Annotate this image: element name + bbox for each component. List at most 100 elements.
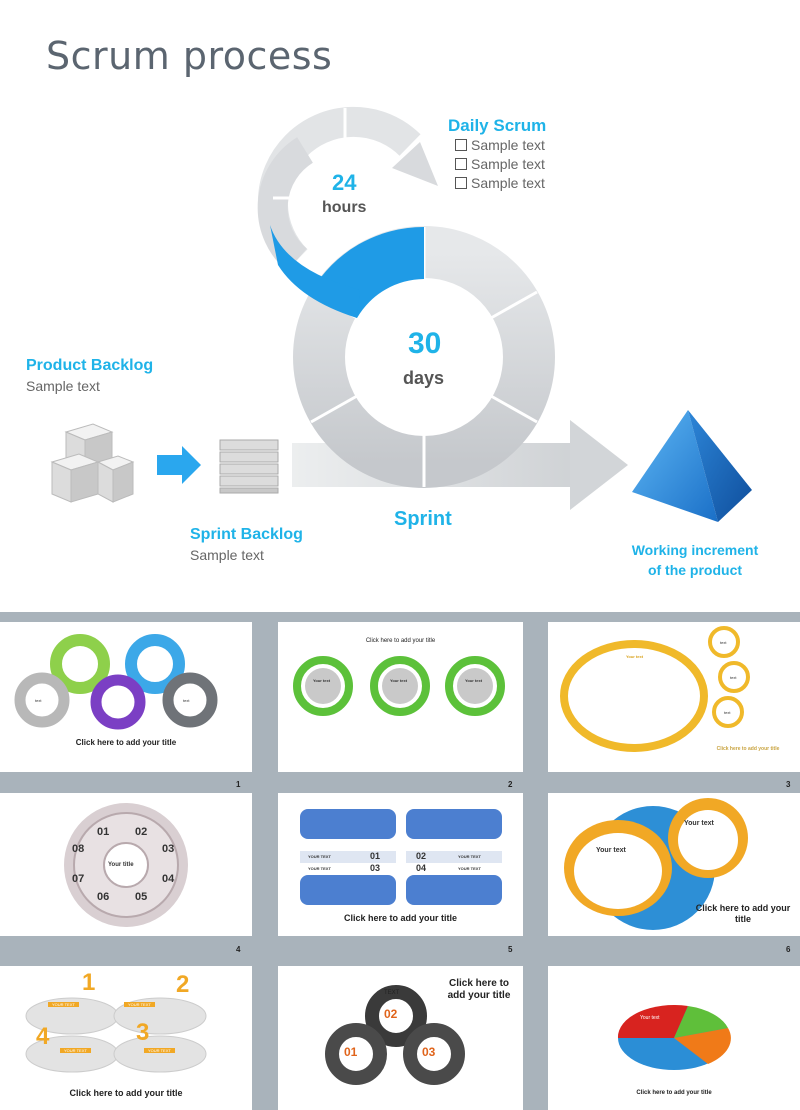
stacked-discs-graphic: [25, 997, 207, 1073]
step-label: YOUR TEXT: [144, 1048, 175, 1053]
spheres-graphic: [293, 656, 505, 716]
product-backlog-cubes-icon: [50, 423, 135, 503]
wheel-number: 05: [135, 891, 148, 903]
step-label: YOUR TEXT: [60, 1048, 91, 1053]
slide-number: 4: [236, 945, 241, 954]
daily-scrum-item: Sample text: [455, 175, 545, 191]
checkbox-icon: [455, 139, 467, 151]
daily-loop: [257, 106, 438, 318]
pie-label: Your text: [640, 1015, 660, 1021]
product-backlog-text: Sample text: [26, 378, 100, 394]
tab-label: YOUR TEXT: [308, 854, 331, 859]
wheel-number: 07: [72, 873, 85, 885]
wheel-number: 03: [162, 843, 175, 855]
pie-3d-graphic: [617, 1004, 731, 1070]
thumbnail[interactable]: 1 2 3 4 YOUR TEXT YOUR TEXT YOUR TEXT YO…: [0, 966, 252, 1110]
oval-label: Your text: [626, 654, 644, 659]
ring-label: text: [111, 700, 118, 705]
thumbnail[interactable]: TEXT 02 01 03 Click here to add your tit…: [278, 966, 523, 1110]
step-number: 4: [36, 1023, 50, 1050]
daily-scrum-item-text: Sample text: [471, 175, 545, 191]
wheel-number: 06: [97, 891, 110, 903]
bubble-graphic: [564, 798, 748, 930]
working-increment-line1: Working increment: [631, 542, 759, 558]
tab-number: 02: [416, 851, 427, 861]
octagon-wheel-graphic: [64, 803, 188, 927]
thumbnail-caption: Click here to add your title: [716, 746, 780, 752]
thumbnail[interactable]: Click here to add your title Your text Y…: [278, 622, 523, 772]
tabs-graphic: [300, 809, 502, 905]
tab-label: YOUR TEXT: [308, 866, 331, 871]
thumbnail-caption: Click here to add your title: [75, 738, 177, 747]
bubble-label: Your text: [684, 820, 714, 827]
wheel-number: 04: [162, 873, 175, 885]
sphere-label: Your text: [313, 678, 331, 683]
thumbnail-caption: Click here to add your title: [636, 1090, 712, 1096]
oval-label: text: [730, 675, 737, 680]
wheel-title: Your title: [108, 862, 134, 868]
oval-label: text: [724, 710, 731, 715]
wheel-number: 01: [97, 826, 110, 838]
loop-number: 01: [344, 1045, 358, 1059]
wheel-number: 02: [135, 826, 148, 838]
sprint-label: Sprint: [394, 508, 452, 530]
sphere-label: Your text: [390, 678, 408, 683]
checkbox-icon: [455, 158, 467, 170]
thumbnail[interactable]: Your text text text text Click here to a…: [548, 622, 800, 772]
loop-label: TEXT: [384, 990, 400, 996]
thumbnail[interactable]: Your text Your text Click here to add yo…: [548, 793, 800, 936]
step-number: 2: [176, 971, 190, 998]
thumbnail-caption: Click here to add your title: [69, 1088, 183, 1098]
ring-label: text: [72, 661, 79, 666]
product-backlog-title: Product Backlog: [26, 357, 154, 374]
step-number: 1: [82, 969, 96, 996]
checkbox-icon: [455, 177, 467, 189]
oval-label: text: [720, 640, 727, 645]
arrow-right-icon: [157, 446, 201, 484]
tab-label: YOUR TEXT: [458, 854, 481, 859]
sprint-backlog-stack-icon: [219, 439, 279, 494]
days-unit: days: [403, 368, 445, 388]
step-number: 3: [136, 1019, 150, 1046]
loop-number: 03: [422, 1045, 436, 1059]
days-value: 30: [408, 327, 442, 360]
tab-number: 03: [370, 863, 381, 873]
wheel-number: 08: [72, 843, 85, 855]
hours-unit: hours: [322, 199, 367, 216]
sprint-backlog-title: Sprint Backlog: [190, 526, 303, 543]
daily-scrum-item-text: Sample text: [471, 137, 545, 153]
slide-number: 2: [508, 780, 513, 789]
slide-number: 1: [236, 780, 241, 789]
step-label: YOUR TEXT: [48, 1002, 79, 1007]
step-label: YOUR TEXT: [124, 1002, 155, 1007]
hours-value: 24: [332, 170, 357, 195]
slide-number: 3: [786, 780, 791, 789]
daily-scrum-item: Sample text: [455, 137, 545, 153]
tab-label: YOUR TEXT: [458, 866, 481, 871]
slide-number: 5: [508, 945, 513, 954]
tab-number: 04: [416, 863, 427, 873]
ring-label: text: [183, 698, 190, 703]
slide-title: Scrum process: [46, 34, 333, 78]
pyramid-icon: [632, 410, 752, 522]
ring-chain-graphic: [14, 634, 218, 730]
thumbnail-caption: Click here to add your title: [343, 913, 458, 923]
thumbnail[interactable]: 01 02 03 04 05 06 07 08 Your title: [0, 793, 252, 936]
thumbnail[interactable]: YOUR TEXT 01 02 YOUR TEXT YOUR TEXT 03 0…: [278, 793, 523, 936]
loop-number: 02: [384, 1007, 398, 1021]
daily-scrum-title: Daily Scrum: [448, 116, 547, 135]
daily-scrum-item-text: Sample text: [471, 156, 545, 172]
thumbnail-caption: Click here to add your title: [695, 903, 791, 924]
thumbnail[interactable]: Your text Click here to add your title: [548, 966, 800, 1110]
ring-label: text: [147, 661, 154, 666]
oval-frames-graphic: [560, 626, 750, 752]
sprint-backlog-text: Sample text: [190, 547, 264, 563]
tab-number: 01: [370, 851, 381, 861]
thumbnail-grid: text text text text text Click here to a…: [0, 612, 800, 1110]
daily-scrum-item: Sample text: [455, 156, 545, 172]
infinity-loop-graphic: [325, 985, 465, 1085]
thumbnail-caption: Click here to add your title: [365, 638, 436, 644]
bubble-label: Your text: [596, 847, 626, 854]
scrum-cycle-diagram: [50, 106, 752, 522]
thumbnail[interactable]: text text text text text Click here to a…: [0, 622, 252, 772]
